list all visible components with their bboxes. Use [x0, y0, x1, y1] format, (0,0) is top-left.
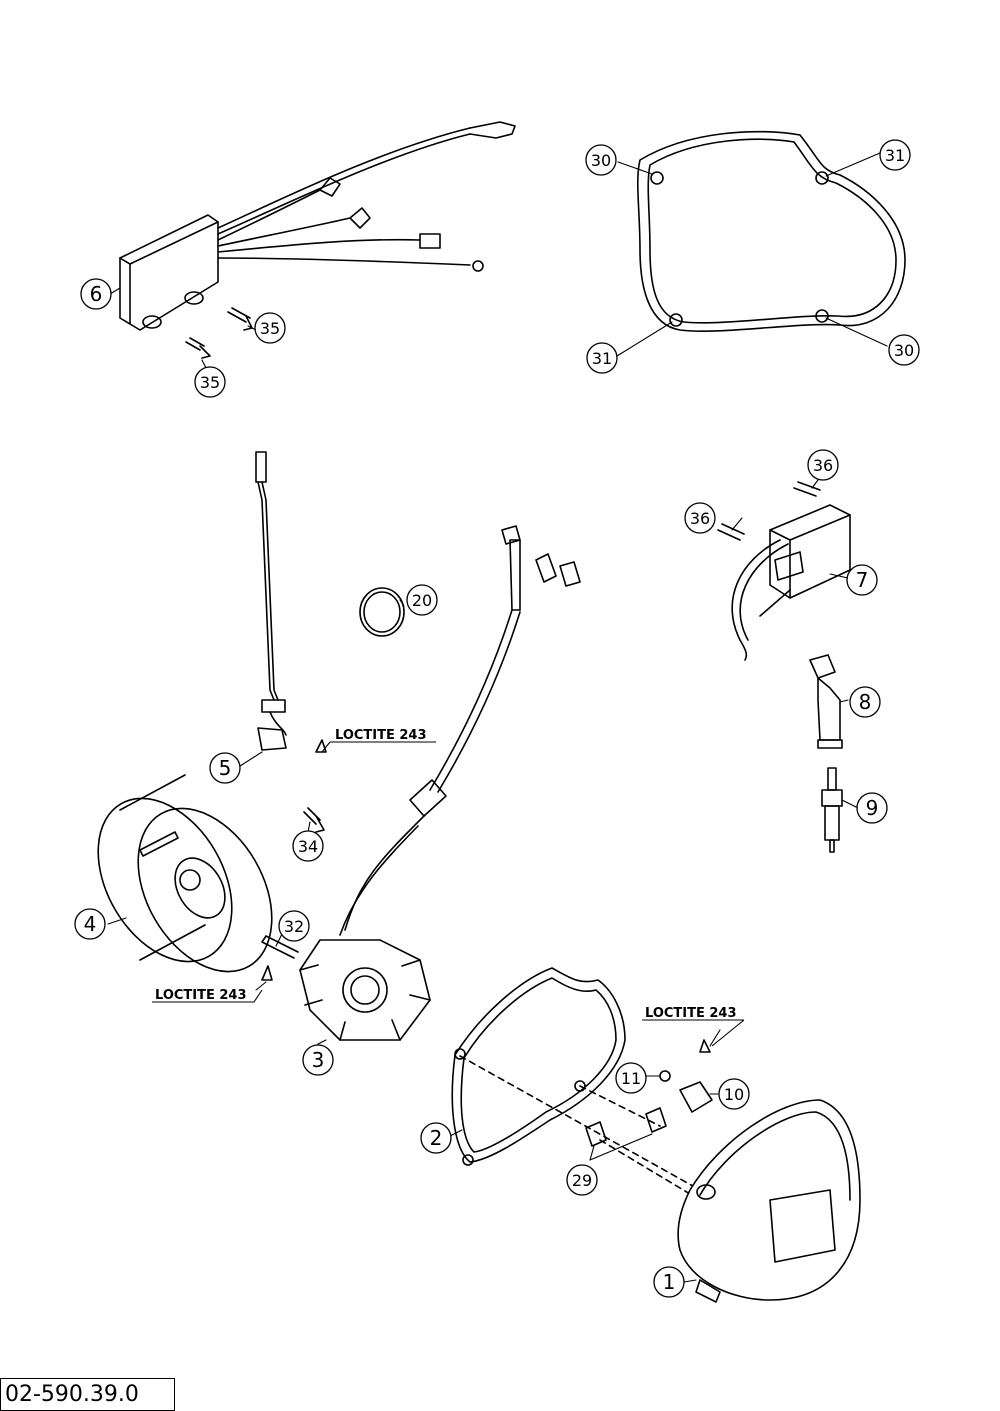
callout-circle [615, 1062, 647, 1094]
screw-36-right [793, 481, 821, 497]
callout-circle [302, 1044, 334, 1076]
callout-36-right: 36 [813, 456, 833, 475]
callout-5: 5 [219, 756, 232, 780]
spark-plug-connector [809, 654, 843, 749]
callout-35-lower: 35 [200, 373, 220, 392]
callout-1: 1 [663, 1270, 676, 1294]
callout-circle [74, 908, 106, 940]
callout-35-upper: 35 [260, 319, 280, 338]
callout-7: 7 [856, 568, 869, 592]
callout-31-top: 31 [885, 146, 905, 165]
screw-35-lower [185, 337, 211, 359]
loctite-note-sensor: LOCTITE 243 [335, 728, 427, 743]
callout-circle [420, 1122, 452, 1154]
callout-circle [846, 564, 878, 596]
callout-11: 11 [621, 1069, 641, 1088]
leader-lines [107, 152, 888, 1283]
callout-circle [254, 312, 286, 344]
cable-guide-10 [679, 1081, 713, 1113]
assembly-lines [459, 1055, 701, 1201]
cdi-unit [119, 121, 516, 331]
callout-circle [585, 144, 617, 176]
callout-circle [209, 752, 241, 784]
spark-plug [821, 767, 843, 853]
loctite-note-stator: LOCTITE 243 [155, 988, 247, 1003]
callout-circle [684, 502, 716, 534]
callout-circle [566, 1164, 598, 1196]
callout-6: 6 [90, 282, 103, 306]
callout-circle [653, 1266, 685, 1298]
callout-circle [292, 830, 324, 862]
cover-gasket-bottom [451, 967, 626, 1166]
cover-gasket-top [636, 130, 906, 332]
diagram-reference-code: 02-590.39.0 [0, 1378, 175, 1411]
callout-circle [278, 910, 310, 942]
callout-circle [888, 334, 920, 366]
callout-34: 34 [298, 837, 318, 856]
screw-36-left [717, 523, 745, 541]
stator [299, 525, 581, 1041]
callout-2: 2 [430, 1126, 443, 1150]
flywheel-rotor [97, 774, 273, 973]
callout-36-left: 36 [690, 509, 710, 528]
callout-10: 10 [724, 1085, 744, 1104]
callout-circle [194, 366, 226, 398]
callout-20: 20 [412, 591, 432, 610]
callout-29: 29 [572, 1171, 592, 1190]
callout-circle [586, 342, 618, 374]
screw-34 [303, 739, 327, 833]
callout-31-bottom: 31 [592, 349, 612, 368]
callout-4: 4 [84, 912, 97, 936]
cable-clamp [359, 587, 405, 637]
callout-30-bottom: 30 [894, 341, 914, 360]
ignition-coil [731, 504, 851, 661]
callout-circle [718, 1078, 750, 1110]
callout-30-top: 30 [591, 151, 611, 170]
ignition-cover [677, 1099, 861, 1303]
callout-circle [406, 584, 438, 616]
loctite-note-cover: LOCTITE 243 [645, 1006, 737, 1021]
callout-circle [80, 278, 112, 310]
screw-11 [659, 1039, 711, 1082]
callout-circle [849, 686, 881, 718]
callout-9: 9 [866, 796, 879, 820]
callout-3: 3 [312, 1048, 325, 1072]
callout-32: 32 [284, 917, 304, 936]
callout-circle [856, 792, 888, 824]
callout-circle [807, 449, 839, 481]
callout-circle [879, 139, 911, 171]
callout-8: 8 [859, 690, 872, 714]
pickup-sensor [255, 451, 287, 751]
dowel-sleeves [585, 1107, 667, 1147]
